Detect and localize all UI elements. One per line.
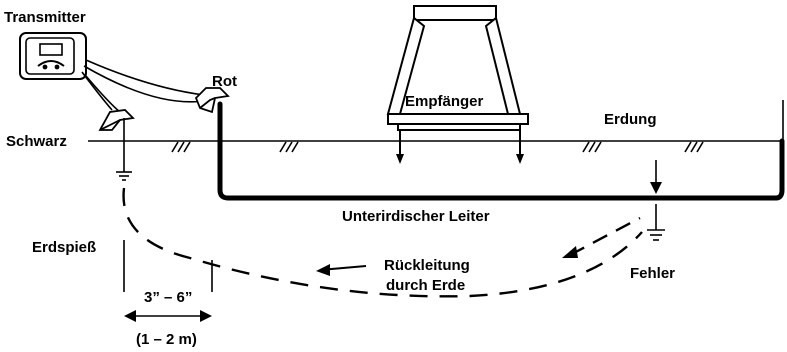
label-erdung: Erdung bbox=[604, 111, 657, 128]
label-schwarz: Schwarz bbox=[6, 133, 67, 150]
label-empfaenger: Empfänger bbox=[405, 93, 484, 110]
transmitter-leads bbox=[81, 59, 211, 113]
distance-indicator bbox=[123, 240, 213, 322]
fault-indicator bbox=[647, 160, 665, 241]
label-unterirdischer-leiter: Unterirdischer Leiter bbox=[342, 208, 490, 225]
ground-surface bbox=[88, 100, 784, 153]
label-durch-erde: durch Erde bbox=[386, 277, 465, 294]
black-clip bbox=[98, 109, 135, 131]
return-arrow-left-head bbox=[316, 264, 330, 276]
label-erdspiess: Erdspieß bbox=[32, 239, 96, 256]
label-distance-meters: (1 – 2 m) bbox=[136, 331, 197, 348]
receiver-device bbox=[386, 5, 529, 164]
return-arrow-head bbox=[562, 246, 578, 258]
red-clip bbox=[194, 87, 230, 114]
earth-return-path bbox=[122, 187, 643, 298]
ground-rod-left bbox=[116, 118, 132, 181]
label-transmitter: Transmitter bbox=[4, 9, 86, 26]
transmitter-device bbox=[19, 32, 87, 80]
label-fehler: Fehler bbox=[630, 265, 675, 282]
underground-conductor bbox=[217, 101, 785, 201]
label-rot: Rot bbox=[212, 73, 237, 90]
ground-hatch-marks bbox=[171, 141, 704, 153]
label-rueckleitung: Rückleitung bbox=[384, 257, 470, 274]
label-distance-inches: 3” – 6” bbox=[144, 289, 192, 306]
